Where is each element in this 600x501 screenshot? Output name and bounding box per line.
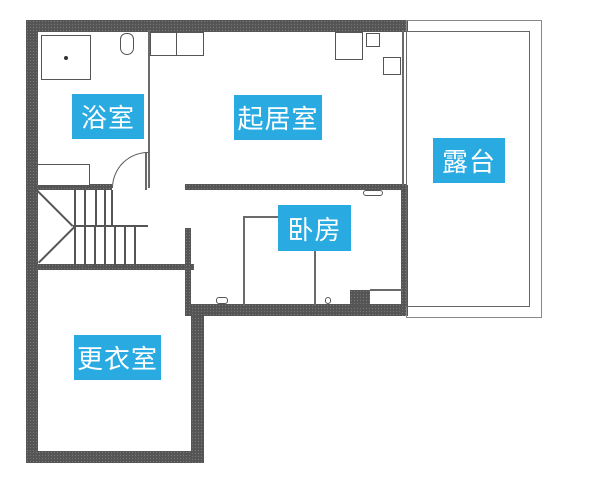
partition-bedroom-2: [314, 250, 316, 306]
bathroom-door-swing: [112, 152, 148, 188]
stair-step: [94, 226, 96, 266]
stair-step: [84, 226, 86, 266]
outlet-icon: [363, 190, 383, 196]
stair-step: [95, 190, 97, 225]
room-label-dressing-room: 更衣室: [74, 335, 161, 380]
kitchen-sink: [383, 57, 401, 75]
stove: [366, 33, 380, 47]
room-label-living-room: 起居室: [234, 95, 322, 140]
room-label-terrace: 露台: [433, 138, 505, 183]
stair-step: [134, 226, 136, 266]
partition-bedroom-1: [243, 216, 245, 306]
partition-closet-top: [370, 289, 402, 291]
wall-bedroom-stub: [350, 290, 370, 306]
stair-step: [111, 190, 113, 225]
room-label-bedroom: 卧房: [278, 205, 351, 251]
wall-stair-bottom: [36, 264, 194, 270]
stair-step: [74, 190, 76, 225]
stair-landing-line: [73, 225, 148, 227]
stair-step: [104, 190, 106, 225]
wall-bedroom-left: [185, 228, 191, 316]
shower-drain-icon: [64, 56, 68, 60]
terrace-inner-border: [406, 31, 530, 307]
staircase: [36, 190, 148, 266]
outlet-icon: [325, 297, 331, 304]
stair-step: [124, 226, 126, 266]
shower-tray: [41, 35, 91, 80]
stair-step: [74, 226, 76, 266]
wall-bottom-dressing: [26, 451, 204, 463]
wall-top: [26, 20, 408, 32]
bathroom-door-leaf: [145, 152, 147, 190]
outlet-icon: [216, 297, 228, 304]
stair-step: [84, 190, 86, 225]
wardrobe-unit-1: [150, 32, 178, 56]
partition-bath-living: [148, 30, 150, 188]
wall-right-bedroom: [401, 185, 408, 316]
kitchen-cabinet: [335, 32, 363, 60]
wall-bottom-bedroom: [191, 304, 408, 316]
wall-left: [26, 20, 38, 462]
partition-bedroom-top: [243, 216, 279, 218]
bath-counter: [38, 164, 90, 186]
toilet: [120, 33, 134, 55]
stair-diagonal-upper: [36, 190, 74, 227]
wall-living-bedroom: [185, 184, 407, 190]
wardrobe-unit-2: [176, 32, 204, 56]
room-label-bathroom: 浴室: [72, 94, 144, 139]
stair-step: [114, 226, 116, 266]
stair-step: [104, 226, 106, 266]
wall-right-dressing: [191, 305, 204, 463]
partition-living-terrace: [402, 30, 404, 186]
wall-bath-bottom: [36, 184, 112, 190]
stair-diagonal-lower: [38, 226, 75, 264]
